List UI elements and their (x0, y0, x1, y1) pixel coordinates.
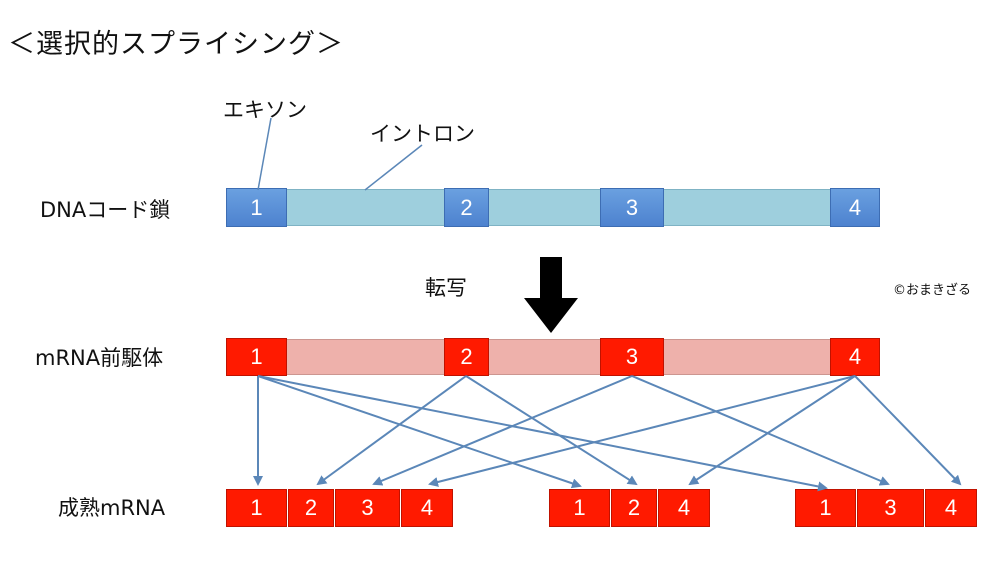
variant-c-exon-4: 4 (925, 489, 977, 527)
arrow-2-to-a2 (316, 375, 467, 486)
page-title: ＜選択的スプライシング＞ (8, 29, 344, 60)
arrow-3-to-a3 (372, 375, 633, 486)
exon-callout-line (257, 117, 272, 191)
transcription-arrow (524, 257, 578, 333)
pre-mrna-intron-2 (489, 339, 600, 375)
arrow-1-to-b1 (257, 375, 582, 489)
copyright-text: ©おまきざる (893, 283, 972, 298)
dna-exon-4: 4 (830, 188, 880, 227)
dna-strand-label: DNAコード鎖 (40, 198, 171, 222)
variant-a-exon-3: 3 (335, 489, 400, 527)
splice-arrows (253, 375, 962, 492)
variant-a-exon-1: 1 (226, 489, 287, 527)
variant-c-exon-3: 3 (857, 489, 924, 527)
dna-exon-2: 2 (444, 188, 489, 227)
arrow-1-to-c1 (257, 375, 828, 492)
arrow-2-to-b2 (465, 375, 638, 486)
exon-callout-label: エキソン (223, 98, 307, 122)
pre-mrna-label: mRNA前駆体 (35, 346, 164, 370)
arrow-4-to-a4 (428, 375, 856, 487)
arrow-4-to-c4 (854, 375, 962, 486)
intron-callout-label: イントロン (370, 122, 475, 146)
pre-mrna-exon-1: 1 (226, 338, 287, 376)
variant-a-exon-4: 4 (401, 489, 453, 527)
variant-b-exon-2: 2 (611, 489, 657, 527)
pre-mrna-exon-2: 2 (444, 338, 489, 376)
mature-mrna-label: 成熟mRNA (58, 496, 166, 520)
variant-b-exon-1: 1 (549, 489, 610, 527)
transcription-label: 転写 (425, 276, 467, 300)
dna-exon-1: 1 (226, 188, 287, 227)
dna-exon-3: 3 (600, 188, 664, 227)
pre-mrna-intron-1 (287, 339, 444, 375)
pre-mrna-exon-3: 3 (600, 338, 664, 376)
dna-intron-1 (287, 189, 444, 226)
arrow-4-to-b4 (688, 375, 856, 486)
variant-b-exon-4: 4 (658, 489, 710, 527)
variant-a-exon-2: 2 (288, 489, 334, 527)
pre-mrna-intron-3 (664, 339, 830, 375)
pre-mrna-exon-4: 4 (830, 338, 880, 376)
dna-intron-3 (664, 189, 830, 226)
arrow-3-to-c3 (631, 375, 890, 486)
intron-callout-line (364, 144, 423, 191)
dna-intron-2 (489, 189, 600, 226)
